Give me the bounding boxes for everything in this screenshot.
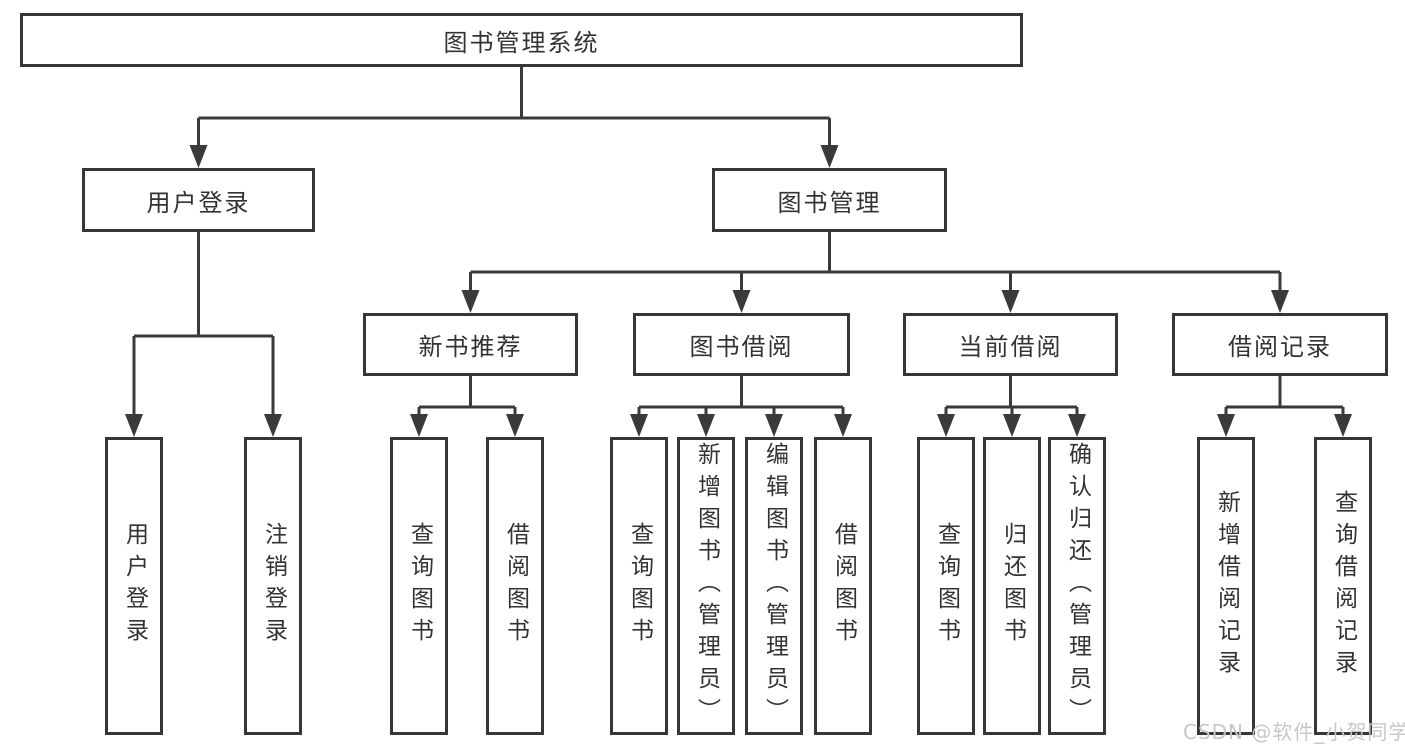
leaf-edit-book-admin: 编辑图书（管理员） — [745, 437, 803, 735]
node-book-borrow: 图书借阅 — [633, 313, 850, 376]
connector-new-book-children — [410, 376, 524, 437]
connector-book-borrow-children — [630, 376, 852, 437]
leaf-query-book-current: 查询图书 — [917, 437, 975, 735]
leaf-query-book-borrow: 查询图书 — [610, 437, 668, 735]
connector-user-login-children — [125, 232, 282, 437]
connector-current-borrow-children — [937, 376, 1086, 437]
leaf-borrow-book: 借阅图书 — [814, 437, 872, 735]
leaf-query-book-recommend: 查询图书 — [390, 437, 448, 735]
leaf-add-borrow-record: 新增借阅记录 — [1197, 437, 1255, 735]
node-current-borrow: 当前借阅 — [903, 313, 1118, 376]
leaf-logout-login: 注销登录 — [244, 437, 302, 735]
node-book-management: 图书管理 — [712, 168, 947, 232]
connector-root-to-level2 — [189, 67, 839, 168]
csdn-watermark: CSDN @软件_小贺同学 — [1183, 720, 1405, 744]
leaf-query-borrow-record: 查询借阅记录 — [1314, 437, 1372, 735]
connector-borrow-records-children — [1217, 376, 1352, 437]
node-borrow-records: 借阅记录 — [1172, 313, 1388, 376]
leaf-return-book: 归还图书 — [983, 437, 1041, 735]
leaf-borrow-book-recommend: 借阅图书 — [486, 437, 544, 735]
leaf-user-login: 用户登录 — [105, 437, 163, 735]
leaf-add-book-admin: 新增图书（管理员） — [677, 437, 735, 735]
node-new-book-recommend: 新书推荐 — [363, 313, 578, 376]
connector-book-management-children — [461, 232, 1289, 313]
node-root-system: 图书管理系统 — [20, 13, 1023, 67]
leaf-confirm-return-admin: 确认归还（管理员） — [1048, 437, 1106, 735]
node-user-login: 用户登录 — [82, 168, 315, 232]
